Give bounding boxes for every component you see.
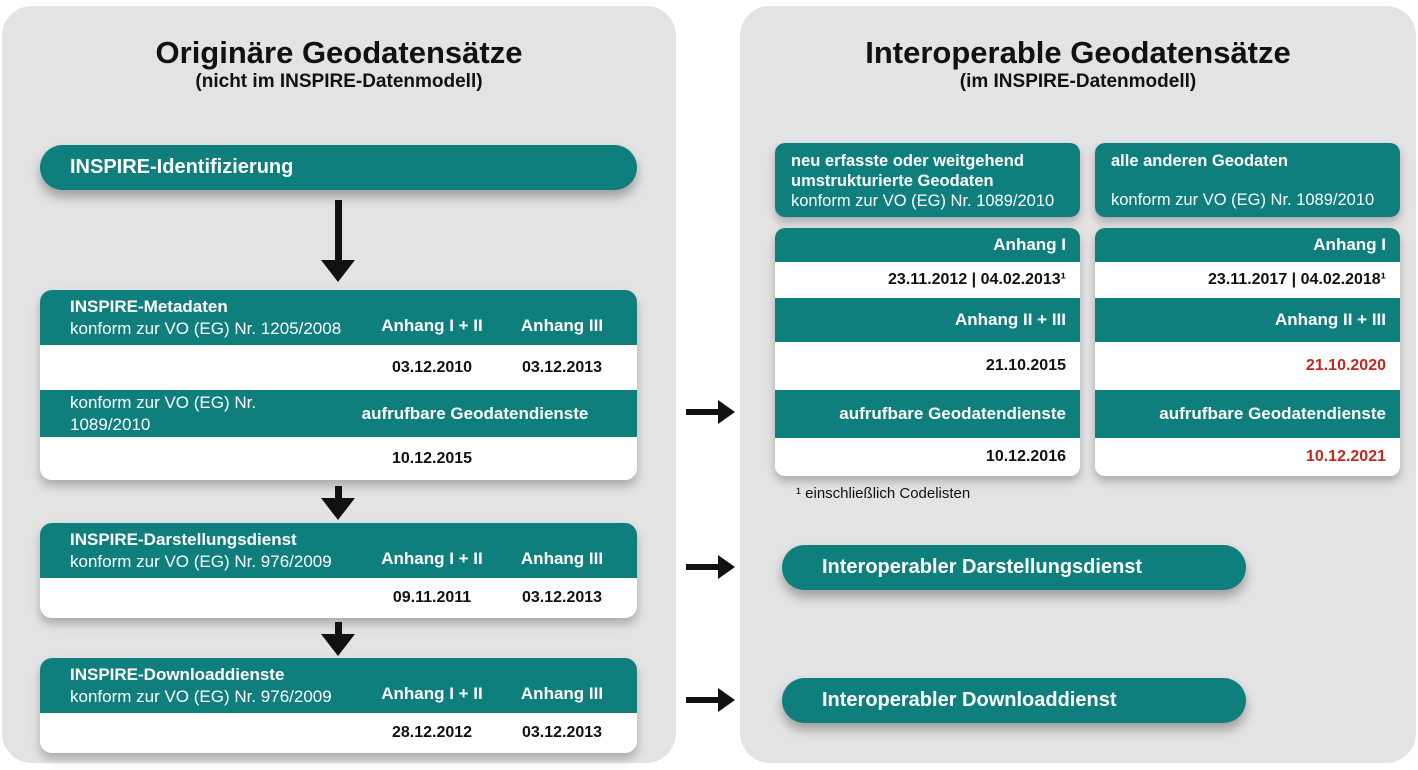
row-label-anhang-1: Anhang I [775, 228, 1080, 262]
arrow-right-icon [686, 688, 735, 712]
column-header-anhang-1-2: Anhang I + II [381, 684, 483, 703]
row-date: 23.11.2017 | 04.02.2018¹ [1095, 262, 1400, 298]
inspire-identifizierung-bar: INSPIRE-Identifizierung [40, 145, 637, 190]
left-panel-title: Originäre Geodatensätze [155, 35, 523, 70]
row-date: 21.10.2015 [775, 342, 1080, 390]
interoperabler-downloaddienst-bar: Interoperabler Downloaddienst [782, 678, 1246, 723]
row-label-geodatendienste: aufrufbare Geodatendienste [775, 390, 1080, 438]
date-cell: 03.12.2013 [521, 589, 603, 606]
metadaten-header-row: INSPIRE-Metadaten konform zur VO (EG) Nr… [40, 290, 637, 345]
interoperabler-darstellungsdienst-bar: Interoperabler Darstellungsdienst [782, 545, 1246, 590]
panel-original-geodatasets: Originäre Geodatensätze (nicht im INSPIR… [2, 6, 676, 763]
date-cell: 03.12.2013 [521, 724, 603, 741]
arrow-stem [334, 200, 342, 260]
darstellungsdienst-header-row: INSPIRE-Darstellungsdienst konform zur V… [40, 523, 637, 578]
header-line: alle anderen Geodaten [1111, 152, 1288, 170]
inspire-identifizierung-label: INSPIRE-Identifizierung [70, 156, 294, 178]
arrow-head [321, 260, 355, 282]
block-regulation: konform zur VO (EG) Nr. 976/2009 [70, 686, 332, 706]
column-header-anhang-1-2: Anhang I + II [381, 549, 483, 568]
column-header-anhang-1-2: Anhang I + II [381, 316, 483, 335]
row-date-highlighted: 21.10.2020 [1095, 342, 1400, 390]
downloaddienste-header-row: INSPIRE-Downloaddienste konform zur VO (… [40, 658, 637, 713]
block-inspire-downloaddienste: INSPIRE-Downloaddienste konform zur VO (… [40, 658, 637, 753]
right-panel-subtitle: (im INSPIRE-Datenmodell) [959, 71, 1197, 92]
deadline-stack: Anhang I 23.11.2012 | 04.02.2013¹ Anhang… [775, 228, 1080, 476]
arrow-down-icon [321, 622, 355, 656]
block-regulation: konform zur VO (EG) Nr. 1089/2010 [70, 392, 257, 434]
arrow-stem [686, 409, 718, 415]
arrow-stem [686, 697, 718, 703]
arrow-right-icon [686, 400, 735, 424]
header-regulation: konform zur VO (EG) Nr. 1089/2010 [791, 192, 1055, 210]
interoperabler-darstellungsdienst-label: Interoperabler Darstellungsdienst [822, 556, 1143, 578]
block-inspire-metadaten: INSPIRE-Metadaten konform zur VO (EG) Nr… [40, 290, 637, 480]
right-panel-title: Interoperable Geodatensätze [865, 35, 1291, 70]
deadline-stack: Anhang I 23.11.2017 | 04.02.2018¹ Anhang… [1095, 228, 1400, 476]
header-line: neu erfasste oder weitgehend [791, 152, 1024, 170]
arrow-head [321, 634, 355, 656]
block-title: INSPIRE-Metadaten [70, 296, 228, 316]
darstellungsdienst-dates-row: 09.11.2011 03.12.2013 [40, 578, 637, 618]
arrow-stem [334, 622, 342, 634]
arrow-stem [686, 564, 718, 570]
left-panel-subtitle: (nicht im INSPIRE-Datenmodell) [195, 71, 483, 92]
header-box-other-data: alle anderen Geodaten konform zur VO (EG… [1095, 143, 1400, 217]
column-header-geodatendienste: aufrufbare Geodatendienste [361, 403, 589, 423]
date-cell: 03.12.2013 [521, 358, 603, 376]
arrow-head [718, 400, 735, 424]
row-date-highlighted: 10.12.2021 [1095, 438, 1400, 476]
header-box-new-data: neu erfasste oder weitgehend umstrukturi… [775, 143, 1080, 217]
downloaddienste-header-text: INSPIRE-Downloaddienste konform zur VO (… [40, 664, 367, 708]
darstellungsdienst-header-text: INSPIRE-Darstellungsdienst konform zur V… [40, 529, 367, 573]
date-cell: 28.12.2012 [391, 724, 473, 741]
footnote-codelisten: ¹ einschließlich Codelisten [796, 485, 971, 502]
header-regulation: konform zur VO (EG) Nr. 1089/2010 [1111, 191, 1375, 209]
column-all-other-data: alle anderen Geodaten konform zur VO (EG… [1095, 143, 1400, 476]
block-inspire-darstellungsdienst: INSPIRE-Darstellungsdienst konform zur V… [40, 523, 637, 618]
row-label-anhang-2-3: Anhang II + III [775, 298, 1080, 342]
metadaten-dates-row: 03.12.2010 03.12.2013 [40, 345, 637, 390]
metadaten-header-text: INSPIRE-Metadaten konform zur VO (EG) Nr… [40, 296, 367, 340]
block-title: INSPIRE-Downloaddienste [70, 664, 285, 684]
column-header-anhang-3: Anhang III [520, 684, 604, 703]
downloaddienste-dates-row: 28.12.2012 03.12.2013 [40, 713, 637, 753]
row-label-anhang-1: Anhang I [1095, 228, 1400, 262]
header-line: umstrukturierte Geodaten [791, 172, 994, 190]
row-date: 10.12.2016 [775, 438, 1080, 476]
column-new-or-restructured-data: neu erfasste oder weitgehend umstrukturi… [775, 143, 1080, 476]
arrow-head [321, 498, 355, 520]
block-title: INSPIRE-Darstellungsdienst [70, 529, 297, 549]
date-cell: 10.12.2015 [391, 449, 473, 467]
date-cell: 03.12.2010 [391, 358, 473, 376]
arrow-stem [334, 486, 342, 498]
row-label-anhang-2-3: Anhang II + III [1095, 298, 1400, 342]
arrow-down-icon [321, 486, 355, 520]
interoperabler-downloaddienst-label: Interoperabler Downloaddienst [822, 689, 1117, 711]
geodatendienste-header-row: konform zur VO (EG) Nr. 1089/2010 aufruf… [40, 390, 637, 437]
panel-interoperable-geodatasets: Interoperable Geodatensätze (im INSPIRE-… [740, 6, 1416, 763]
geodatendienste-dates-row: 10.12.2015 [40, 437, 637, 480]
column-header-anhang-3: Anhang III [520, 549, 604, 568]
column-header-anhang-3: Anhang III [520, 316, 604, 335]
block-regulation: konform zur VO (EG) Nr. 1205/2008 [70, 318, 342, 338]
row-date: 23.11.2012 | 04.02.2013¹ [775, 262, 1080, 298]
arrow-down-icon [321, 200, 355, 282]
arrow-head [718, 555, 735, 579]
row-label-geodatendienste: aufrufbare Geodatendienste [1095, 390, 1400, 438]
arrow-right-icon [686, 555, 735, 579]
date-cell: 09.11.2011 [392, 589, 472, 606]
arrow-head [718, 688, 735, 712]
block-regulation: konform zur VO (EG) Nr. 976/2009 [70, 551, 332, 571]
